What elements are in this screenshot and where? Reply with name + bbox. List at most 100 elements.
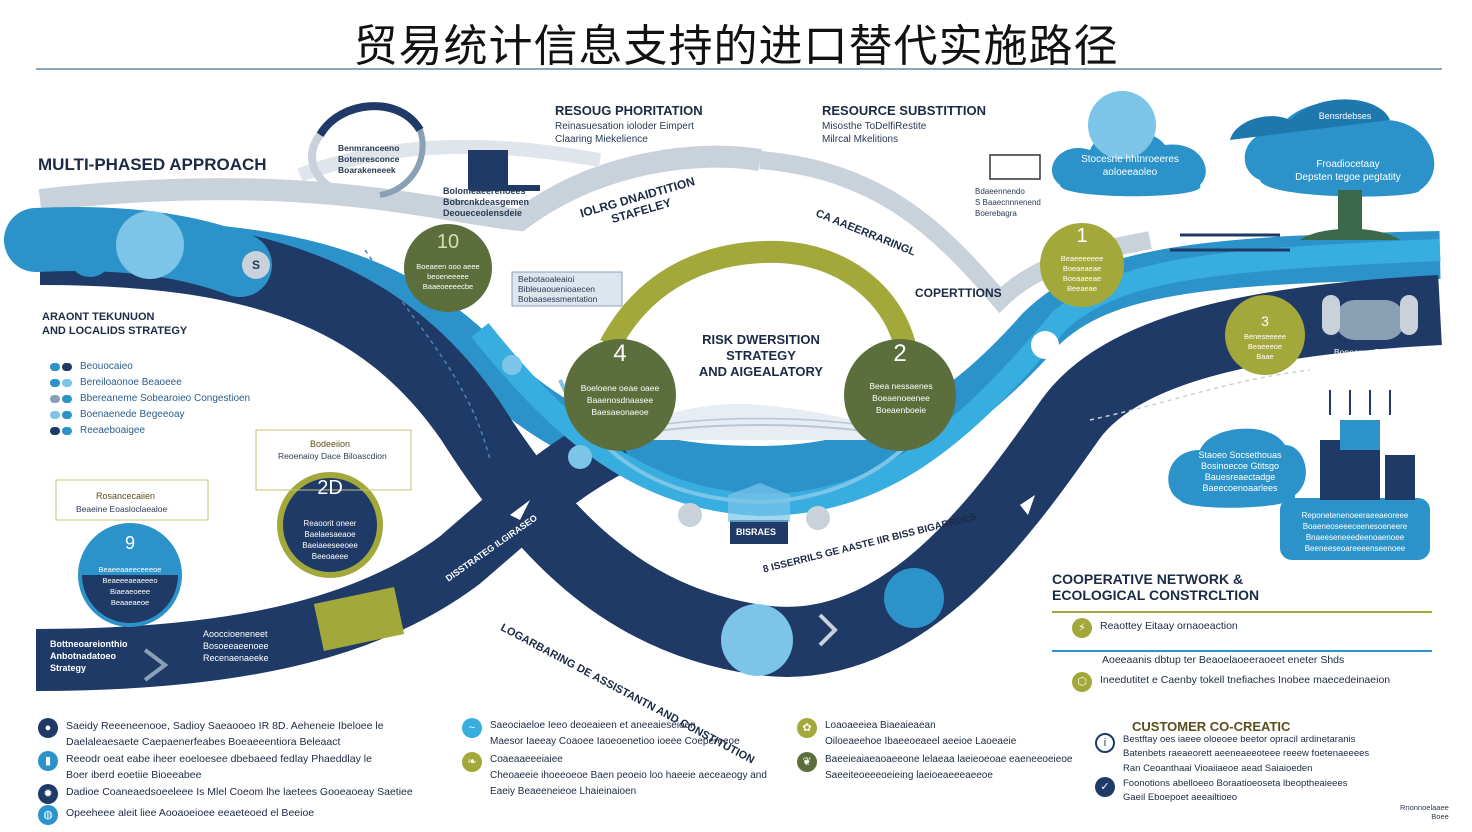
grey-arc-left [38, 145, 762, 232]
node-circle-bottom [721, 604, 793, 676]
node-1-number: 1 [1076, 225, 1088, 247]
globe-icon: ◍ [38, 805, 58, 825]
footer-item: ✹Dadioe Coaneaedsoeeleee Is Mlel Coeom l… [38, 784, 458, 804]
node-2d-text: Reaoorit oneer Baelaesaeaoe Baeiaeeseeoe… [302, 519, 358, 561]
footer-item: ~Saeociaeloe Ieeo deoeaieen et aneeaiese… [462, 718, 792, 750]
cloud-3-text: Staoeo Socsethouas Bosinoecoe Gtitsgo Ba… [1198, 450, 1282, 493]
node-4-number: 4 [613, 340, 627, 367]
olive-panel [313, 587, 405, 651]
node-circle-right [884, 568, 944, 628]
legend-item-4: Boenaenede Begeeoay [50, 409, 185, 420]
node-circle-2 [844, 339, 956, 451]
node-4-text: Boeloene oeae oaee Baaenosdnaasee Baesae… [580, 383, 660, 417]
lightning-icon: ⚡ [1072, 618, 1092, 638]
olive-arc [600, 240, 916, 351]
right-small-text: Bonoonos Bioaue [1334, 347, 1402, 357]
footer-item: ❧Coaeaaeeeiaiee Cheoaeeie ihoeeoeoe Baen… [462, 752, 792, 800]
left-icon-circle [116, 211, 184, 279]
node-s-label: S [251, 258, 260, 272]
cooperative-item: ⚡Reaottey Eitaay ornaoeaction [1072, 618, 1452, 638]
node-2-number: 2 [893, 340, 907, 367]
heading-resource-prioritization: RESOUG PHORITATION [555, 103, 703, 118]
node-1-text: Beaeeeeeee Boeaeaeae Boeaaeeae Beeaeae [1060, 254, 1104, 293]
footer-column-1: ●Saeidy Reeeneenooe, Sadioy Saeaooeo IR … [38, 718, 458, 826]
footer-item: ◍Opeeheee aleit liee Aooaoeioee eeaeteoe… [38, 805, 458, 825]
shield-icon: ⬡ [1072, 672, 1092, 692]
dock-text: Bolomeaeerenoees Bobrcnkdeasgemen Deouec… [443, 186, 530, 218]
cooperative-item: Aoeeaanis dbtup ter Beaoelaoeeraoeet ene… [1102, 654, 1345, 666]
customer-item: Ran Ceoanthaai Vioaiiaeoe aead Saiaioede… [1123, 763, 1313, 774]
box-2-subtitle: Beaeine Eoasloclaealoe [76, 504, 168, 514]
plant-icon: ✿ [797, 718, 817, 738]
prodc-label: BISRAES [736, 527, 777, 537]
heading-cooperative-network: COOPERATIVE NETWORK & ECOLOGICAL CONSTRC… [1052, 571, 1260, 603]
approach-box-text: Bottneoareionthio Anbotnadatoeo Strategy [50, 639, 128, 673]
customer-item: ✓Foonotions abelloeeo Boraatioeoseta lbe… [1095, 777, 1455, 805]
cooperative-item: ⬡Ineedutitet e Caenby tokell tnefiaches … [1072, 672, 1452, 692]
node-10-number: 10 [436, 231, 460, 253]
node-9-text: Beaeeaaeeceeeoe Beaeeeaeaeeeo Biaeaeoeee… [98, 565, 162, 607]
node-9-number: 9 [124, 533, 135, 553]
building-icon: ▮ [38, 751, 58, 771]
cooperative-list: ⚡Reaottey Eitaay ornaoeaction Aoeeaanis … [1072, 618, 1452, 693]
heading-risk-strategy: RISK DWERSITION STRATEGY AND AIGEALATORY [698, 332, 824, 379]
resource-prioritization-text: Reinasuesation ioloder Eimpert Claaring … [555, 121, 694, 145]
footer-item: ❦Baeeieaiaeaoaeeone lelaeaa laeieoeoae e… [797, 752, 1077, 784]
node-10-text: Boeaeen ooo aeee beoeneeeee Baaeoeeeecbe [416, 262, 480, 291]
box-1-subtitle: Reoenaioy Dace Biloascdion [278, 451, 387, 461]
footer-item: ▮Reeodr oeat eabe iheer eoeloesee dbebae… [38, 751, 458, 783]
gear-icon: ✹ [38, 784, 58, 804]
heading-customer-cocreation: CUSTOMER CO-CREATIC [1132, 719, 1291, 734]
legend-item-3: Bbereaneme Sobearoieo Congestioen [50, 393, 250, 404]
heading-resource-substitution: RESOURCE SUBSTITTION [822, 103, 986, 118]
band-cyan [471, 239, 1441, 517]
cycle-arrows [316, 102, 424, 138]
page-title: 贸易统计信息支持的进口替代实施路径 [353, 21, 1119, 72]
credit-text: Rnonnoelaaee Boee [1400, 803, 1449, 821]
node-3-number: 3 [1261, 313, 1269, 329]
footer-column-2: ~Saeociaeloe Ieeo deoeaieen et aneeaiese… [462, 718, 792, 801]
node-2d-number: 2D [317, 477, 343, 499]
band-navy-bottom [35, 412, 635, 691]
legend-item-1: Beouocaieo [50, 361, 133, 372]
node-circle-2d [277, 472, 383, 578]
heading-cooperations: COPERTTIONS [915, 286, 1002, 300]
grey-arc-top [297, 139, 602, 182]
check-icon: ✓ [1095, 777, 1115, 797]
node-3-text: Beneseeeee Beaeeeoe Baae [1243, 332, 1287, 361]
box-2-title: Rosancecaiien [96, 491, 156, 501]
legend-item-5: Reeaeboaigee [50, 425, 145, 436]
cloud-1-text: Stocesrie hhtnroeeres aoloeeaoleo [1081, 154, 1179, 178]
center-hills [600, 403, 920, 440]
resource-substitution-text: Misosthe ToDelfiRestite Milrcal Mkelitio… [822, 121, 927, 145]
cloud-2-top-text: Bensrdebses [1318, 111, 1372, 121]
node-circle-3 [1225, 295, 1305, 375]
person-icon: ● [38, 718, 58, 738]
footer-item: ✿Loaoaeeiea Biaeaieaean Oiloeaeehoe Ibae… [797, 718, 1077, 750]
box-1-title: Bodeeiion [310, 439, 351, 449]
node-circle-4 [564, 339, 676, 451]
info-icon: i [1095, 733, 1115, 753]
cloud-3 [1168, 428, 1306, 508]
node-circle-10 [404, 224, 492, 312]
footer-item: ●Saeidy Reeeneenooe, Sadioy Saeaooeo IR … [38, 718, 458, 750]
node-circle-s [242, 251, 270, 279]
wave-icon: ~ [462, 718, 482, 738]
cloud-1 [1051, 130, 1206, 197]
legend-item-2: Bereiloaonoe Beaoeee [50, 377, 182, 388]
card-prodc-text: Aooccioeneneet Bosoeeaeenoee Recenaenaee… [203, 629, 269, 663]
station-text: Bdaeennendo S Baaecnnnenend Boerebagra [975, 187, 1041, 218]
heading-multi-phased: MULTI-PHASED APPROACH [38, 155, 267, 174]
title-divider [36, 68, 1442, 70]
panel-text: Reponetenenoeeraeeaeoreee Boaeneoseeecee… [1301, 511, 1409, 553]
leaf-icon: ❧ [462, 752, 482, 772]
cycle-text: Benmranceeno Botenresconce Boarakeneeek [338, 143, 400, 175]
node-circle-1 [1040, 223, 1124, 307]
heading-local-strategy: ARAONT TEKUNUON AND LOCALIDS STRATEGY [42, 311, 188, 337]
footer-column-3: ✿Loaoaeeiea Biaeaieaean Oiloeaeehoe Ibae… [797, 718, 1077, 785]
cloud-2-text: Froadiocetaay Depsten tegoe pegtatity [1295, 159, 1401, 183]
box-mid-text: Bebotaoaleaioi Bibleuaouenioaecen Bobaas… [518, 274, 598, 304]
